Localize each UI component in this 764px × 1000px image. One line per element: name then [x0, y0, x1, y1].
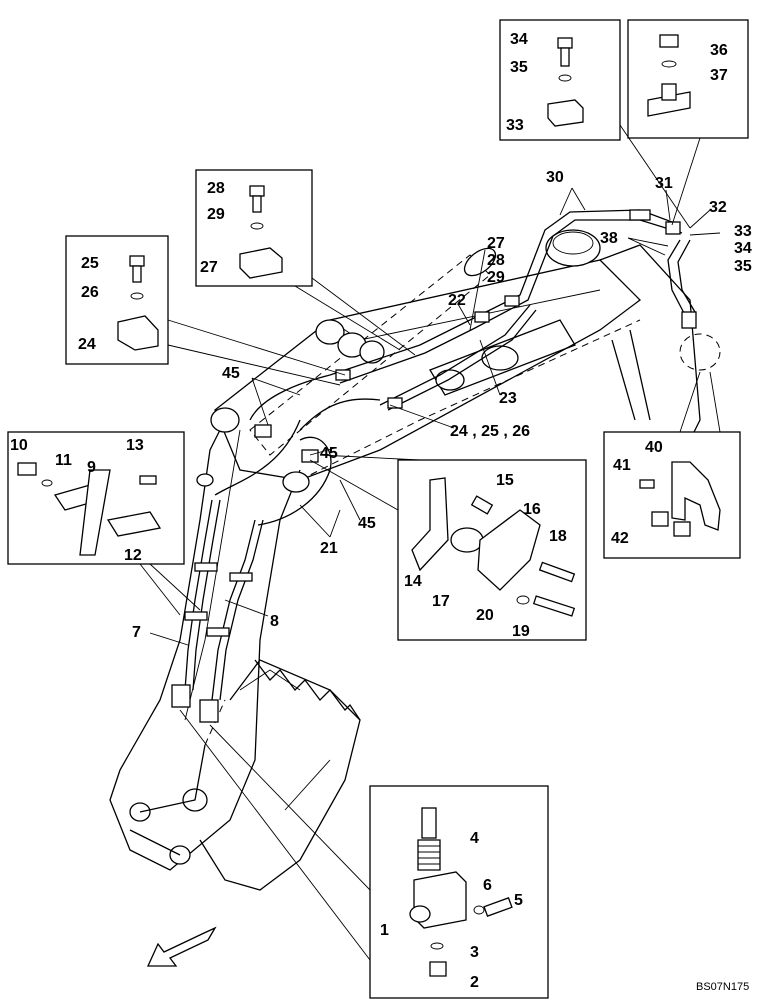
- bracket-14-drawing: [411, 477, 576, 617]
- valve-1-drawing: [409, 807, 513, 977]
- label-part-6: 6: [483, 877, 492, 894]
- label-part-19: 19: [512, 623, 530, 640]
- label-part-4: 4: [470, 830, 479, 847]
- clamp-9-drawing: [17, 462, 162, 556]
- label-part-8: 8: [270, 613, 279, 630]
- label-part-13: 13: [126, 437, 144, 454]
- label-part-40: 40: [645, 439, 663, 456]
- label-part-21: 21: [320, 540, 338, 557]
- part-labels: 1 2 3 4 5 6 7 8 9 10 11 12 13 14 15 16 1…: [10, 31, 752, 991]
- label-part-14: 14: [404, 573, 422, 590]
- label-part-31: 31: [655, 175, 673, 192]
- label-part-35-inset: 35: [510, 59, 528, 76]
- label-part-34: 34: [734, 240, 752, 257]
- bolt-28-drawing: [239, 185, 283, 279]
- label-part-35: 35: [734, 258, 752, 275]
- excavator-arm-drawing: [109, 209, 721, 891]
- label-part-3: 3: [470, 944, 479, 961]
- bolt-34-drawing: [547, 37, 584, 127]
- label-part-23: 23: [499, 390, 517, 407]
- label-part-11: 11: [55, 452, 72, 469]
- label-part-27-inset: 27: [200, 259, 218, 276]
- direction-arrow-icon: [146, 926, 217, 967]
- label-part-38: 38: [600, 230, 618, 247]
- label-part-32: 32: [709, 199, 727, 216]
- label-part-5: 5: [514, 892, 523, 909]
- label-part-20: 20: [476, 607, 494, 624]
- label-part-36: 36: [710, 42, 728, 59]
- label-part-24: 24: [78, 336, 96, 353]
- label-part-17: 17: [432, 593, 450, 610]
- label-part-16: 16: [523, 501, 541, 518]
- label-part-29-inset: 29: [207, 206, 225, 223]
- label-part-29: 29: [487, 269, 505, 286]
- label-part-37: 37: [710, 67, 728, 84]
- label-part-25: 25: [81, 255, 99, 272]
- label-part-33-inset: 33: [506, 117, 524, 134]
- label-part-45-center: 45: [320, 445, 338, 462]
- drawing-code: BS07N175: [696, 981, 749, 993]
- label-part-18: 18: [549, 528, 567, 545]
- bracket-40-drawing: [639, 461, 721, 537]
- label-part-1: 1: [380, 922, 389, 939]
- bolt-25-drawing: [117, 255, 159, 351]
- label-part-9: 9: [87, 459, 96, 476]
- label-part-7: 7: [132, 624, 141, 641]
- label-part-45-lower: 45: [358, 515, 376, 532]
- label-part-28-inset: 28: [207, 180, 225, 197]
- label-part-26: 26: [81, 284, 99, 301]
- leader-lines: [139, 124, 721, 961]
- label-part-12: 12: [124, 547, 142, 564]
- label-part-10: 10: [10, 437, 28, 454]
- label-part-2: 2: [470, 974, 479, 991]
- label-part-33: 33: [734, 223, 752, 240]
- inset-box-bracket-40: [603, 431, 741, 559]
- label-part-28: 28: [487, 252, 505, 269]
- label-part-41: 41: [613, 457, 631, 474]
- label-part-22: 22: [448, 292, 466, 309]
- inset-box-tee-36: [627, 19, 749, 139]
- plug-36-drawing: [647, 34, 691, 117]
- label-part-45-left: 45: [222, 365, 240, 382]
- label-part-27: 27: [487, 235, 505, 252]
- label-part-34-inset: 34: [510, 31, 528, 48]
- label-callout-24-25-26: 24 , 25 , 26: [450, 423, 530, 440]
- label-part-30: 30: [546, 169, 564, 186]
- label-part-15: 15: [496, 472, 514, 489]
- label-part-42: 42: [611, 530, 629, 547]
